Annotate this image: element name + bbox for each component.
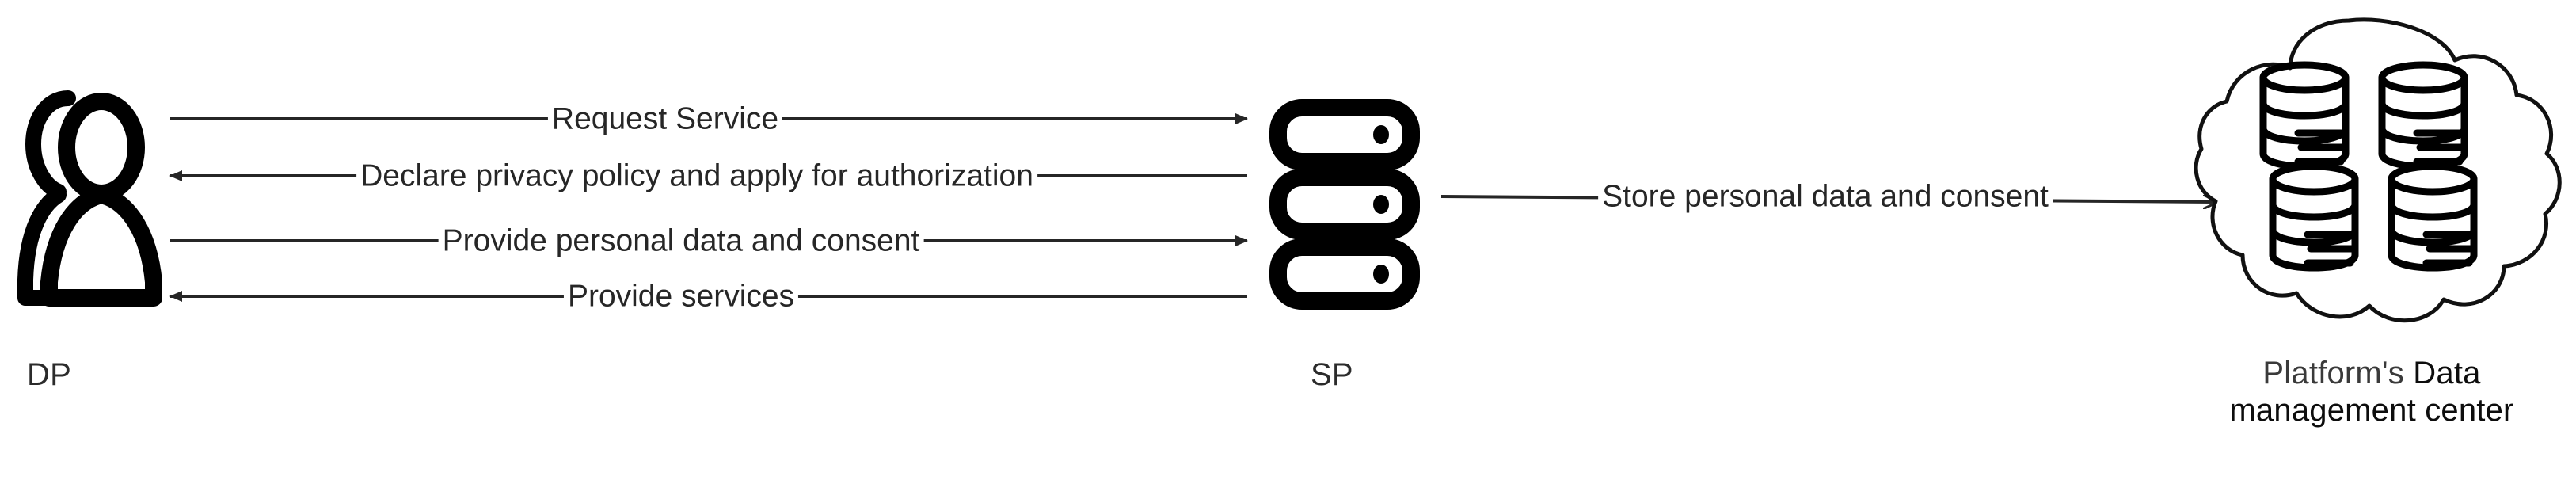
message-label-provide-services: Provide services [563, 280, 799, 312]
server-unit-1 [1269, 99, 1420, 170]
server-unit-2 [1269, 169, 1420, 240]
message-label-request-service: Request Service [547, 103, 783, 135]
server-led-2 [1373, 195, 1389, 214]
server-led-3 [1373, 265, 1389, 284]
node-label-platform-line2: management center [2229, 393, 2514, 429]
person-back-shape [17, 90, 76, 306]
server-stack-icon [1265, 97, 1424, 312]
server-unit-3 [1269, 238, 1420, 310]
node-label-platform: Platform's Data management center [2166, 355, 2576, 429]
message-label-provide-personal-data: Provide personal data and consent [438, 225, 924, 257]
node-label-platform-line1: Platform's Data [2166, 355, 2576, 392]
node-label-platform-prefix: Platform's [2262, 356, 2414, 391]
node-label-platform-strong: Data [2413, 356, 2481, 391]
two-people-icon [17, 86, 173, 311]
message-label-store-personal-data: Store personal data and consent [1598, 181, 2053, 212]
node-label-dp: DP [27, 357, 71, 392]
database-cylinder-2 [2378, 61, 2468, 170]
database-cylinder-3 [2269, 162, 2359, 272]
server-led-1 [1373, 125, 1389, 144]
database-cylinder-4 [2388, 162, 2478, 272]
person-front-shape [40, 93, 162, 307]
cloud-with-databases-icon [2194, 8, 2566, 341]
cloud-outline [2194, 17, 2562, 323]
message-label-declare-privacy-policy: Declare privacy policy and apply for aut… [356, 160, 1037, 192]
node-label-sp: SP [1311, 357, 1353, 392]
